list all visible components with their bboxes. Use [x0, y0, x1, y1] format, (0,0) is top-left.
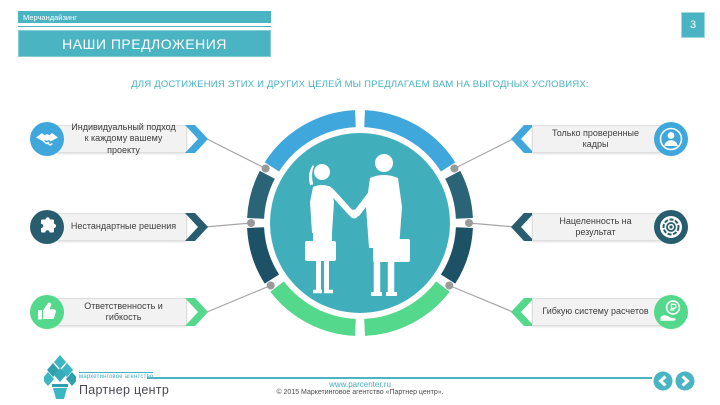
logo-tagline: маркетинговое агентство	[79, 372, 154, 380]
chevron-right-icon	[185, 213, 208, 241]
connector-dots	[247, 164, 473, 290]
logo-text: маркетинговое агентство Партнер центр	[79, 365, 169, 397]
connector-lines	[204, 138, 516, 313]
callout-label: Нацеленность на результат	[532, 213, 667, 241]
chevron-left-icon	[511, 298, 534, 326]
callout-label: Только проверенные кадры	[532, 125, 667, 153]
logo-tree-icon	[44, 355, 76, 399]
callout-responsibility-flexibility: Ответственность и гибкость	[30, 295, 208, 329]
callout-flexible-payments: Гибкую систему расчетов	[511, 295, 688, 329]
prev-slide-button[interactable]	[653, 371, 673, 391]
next-slide-button[interactable]	[675, 371, 695, 391]
center-circle	[270, 133, 450, 313]
handshake-people-illustration	[305, 154, 410, 296]
footer-divider-line	[147, 377, 652, 379]
callout-label: Нестандартные решения	[56, 213, 187, 241]
page-title: НАШИ ПРЕДЛОЖЕНИЯ	[18, 30, 271, 57]
callout-nonstandard-solutions: Нестандартные решения	[30, 210, 208, 244]
segmented-ring	[247, 110, 473, 336]
callout-label: Ответственность и гибкость	[56, 298, 187, 326]
callout-result-oriented: Нацеленность на результат	[511, 210, 688, 244]
site-url-link[interactable]: www.parcenter.ru	[329, 380, 391, 389]
callout-proven-staff: Только проверенные кадры	[511, 122, 688, 156]
page-number-badge: 3	[681, 12, 705, 38]
callout-individual-approach: Индивидуальный подход к каждому вашему п…	[30, 122, 208, 156]
chevron-right-icon	[185, 298, 208, 326]
puzzle-icon	[30, 210, 64, 244]
slide-subtitle: ДЛЯ ДОСТИЖЕНИЯ ЭТИХ И ДРУГИХ ЦЕЛЕЙ МЫ ПР…	[131, 79, 589, 90]
businessman-icon	[654, 122, 688, 156]
handshake-icon	[30, 122, 64, 156]
target-icon	[654, 210, 688, 244]
thumbs-up-icon	[30, 295, 64, 329]
logo-name: Партнер центр	[79, 383, 170, 397]
ruble-payment-icon	[654, 295, 688, 329]
chevron-right-icon	[185, 125, 208, 153]
callout-label: Индивидуальный подход к каждому вашему п…	[56, 122, 187, 155]
section-kicker: Мерчандайзинг	[18, 11, 271, 24]
chevron-left-icon	[511, 125, 534, 153]
callout-label: Гибкую систему расчетов	[532, 298, 667, 326]
slide-navigation	[653, 371, 695, 391]
kicker-underline	[18, 26, 271, 27]
chevron-left-icon	[511, 213, 534, 241]
copyright-text: © 2015 Маркетинговое агентство «Партнер …	[276, 389, 444, 396]
